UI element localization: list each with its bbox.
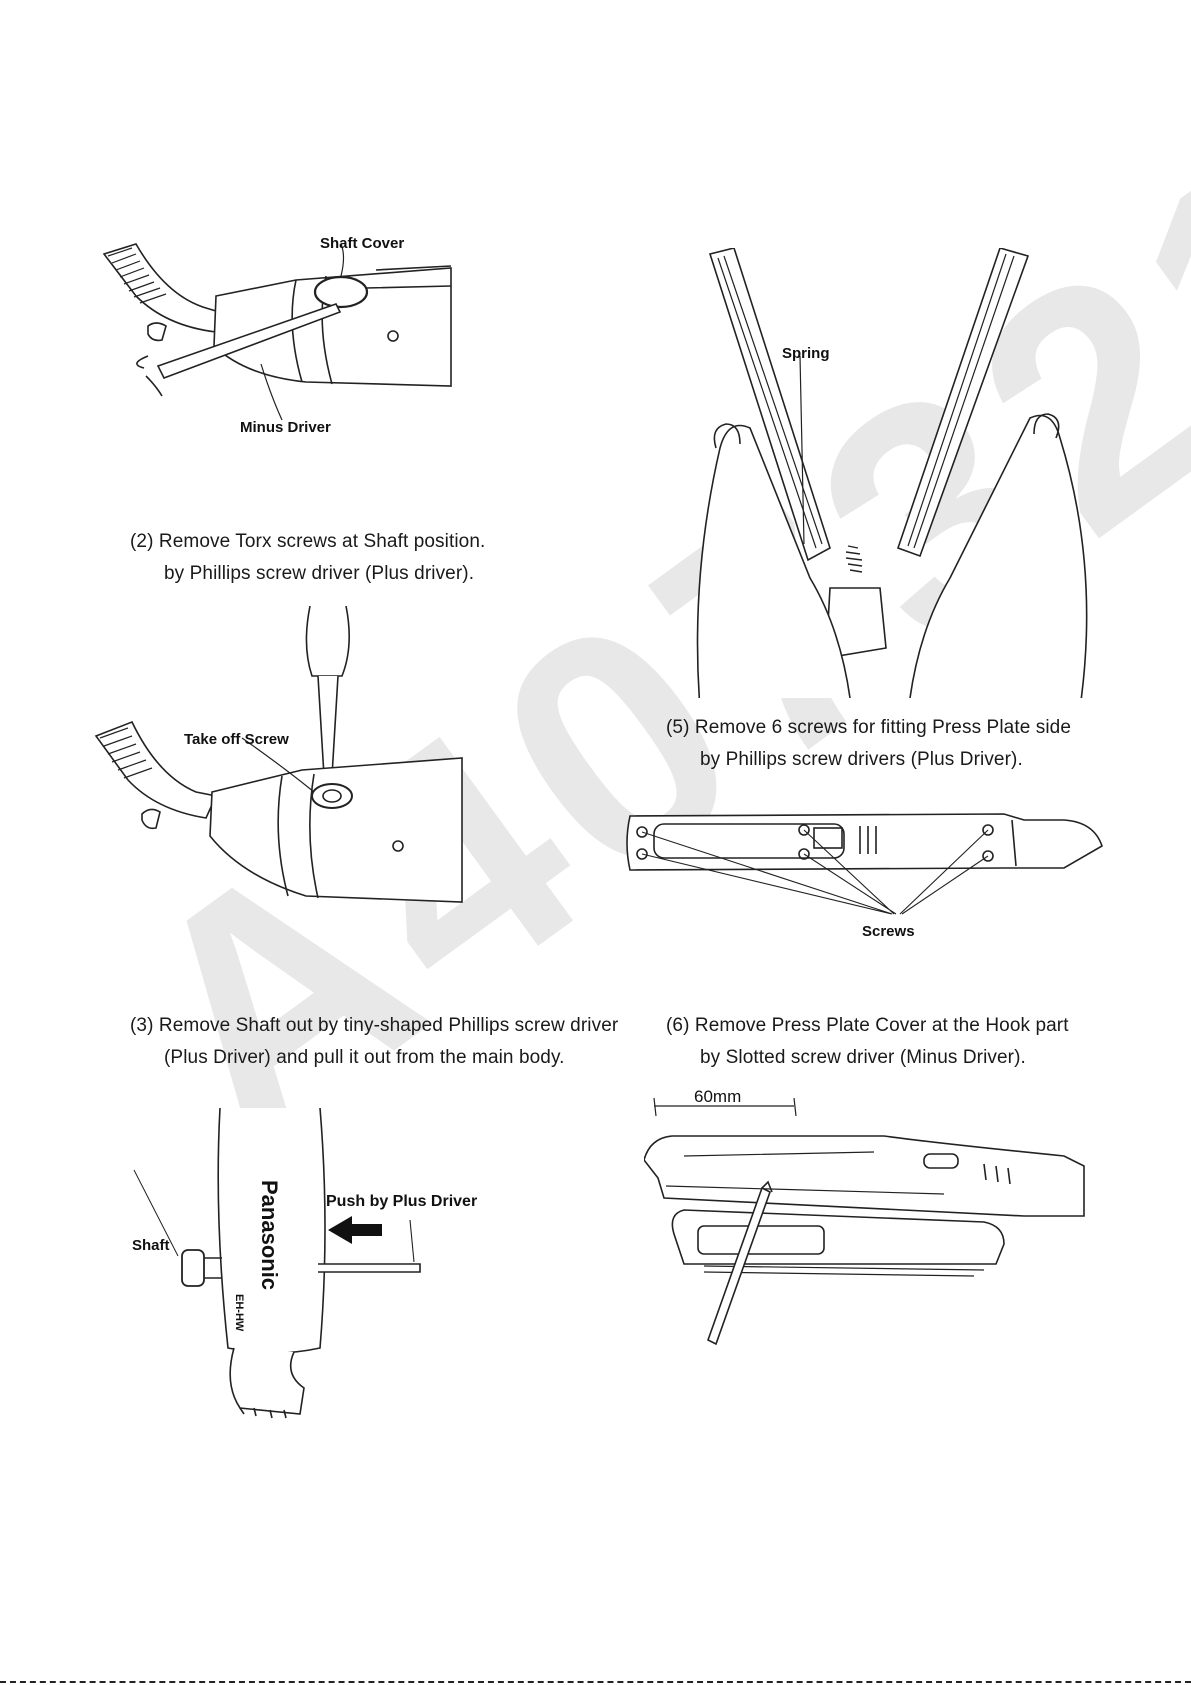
figure-screws: Screws	[624, 806, 1104, 942]
callout-push-by-plus-driver: Push by Plus Driver	[326, 1193, 477, 1210]
spring-coil-icon	[846, 546, 862, 572]
figure-press-plate: 60mm	[644, 1086, 1096, 1356]
callout-shaft: Shaft	[132, 1237, 170, 1254]
step-3-line1: (3) Remove Shaft out by tiny-shaped Phil…	[130, 1015, 618, 1036]
step-6-line2: by Slotted screw driver (Minus Driver).	[666, 1042, 1069, 1074]
brush-comb-icon	[104, 244, 226, 340]
page-bottom-border	[0, 1681, 1191, 1683]
figure-spring: Spring	[680, 248, 1100, 698]
step-2-line1: (2) Remove Torx screws at Shaft position…	[130, 531, 485, 552]
step-6-line1: (6) Remove Press Plate Cover at the Hook…	[666, 1015, 1069, 1036]
figure-shaft: Panasonic EH-HW Shaft Push by Plus Drive…	[124, 1108, 494, 1420]
step-5-line2: by Phillips screw drivers (Plus Driver).	[666, 744, 1071, 776]
dimension-label: 60mm	[694, 1087, 741, 1106]
step-3-line2: (Plus Driver) and pull it out from the m…	[130, 1042, 618, 1074]
step-2-instruction: (2) Remove Torx screws at Shaft position…	[130, 526, 485, 590]
callout-screws: Screws	[862, 923, 915, 940]
figure-take-off-screw: Take off Screw	[92, 606, 472, 906]
step-3-instruction: (3) Remove Shaft out by tiny-shaped Phil…	[130, 1010, 618, 1074]
step-5-instruction: (5) Remove 6 screws for fitting Press Pl…	[666, 712, 1071, 776]
step-2-line2: by Phillips screw driver (Plus driver).	[130, 558, 485, 590]
callout-shaft-cover: Shaft Cover	[320, 236, 404, 252]
callout-spring: Spring	[782, 345, 830, 362]
step-5-line1: (5) Remove 6 screws for fitting Press Pl…	[666, 717, 1071, 738]
brand-label: Panasonic	[257, 1180, 282, 1290]
callout-minus-driver: Minus Driver	[240, 419, 331, 436]
model-label: EH-HW	[233, 1294, 245, 1332]
step-6-instruction: (6) Remove Press Plate Cover at the Hook…	[666, 1010, 1069, 1074]
arrow-left-icon	[328, 1216, 382, 1244]
callout-take-off-screw: Take off Screw	[184, 731, 289, 748]
figure-shaft-cover: Shaft Cover Minus Driver	[96, 236, 496, 476]
